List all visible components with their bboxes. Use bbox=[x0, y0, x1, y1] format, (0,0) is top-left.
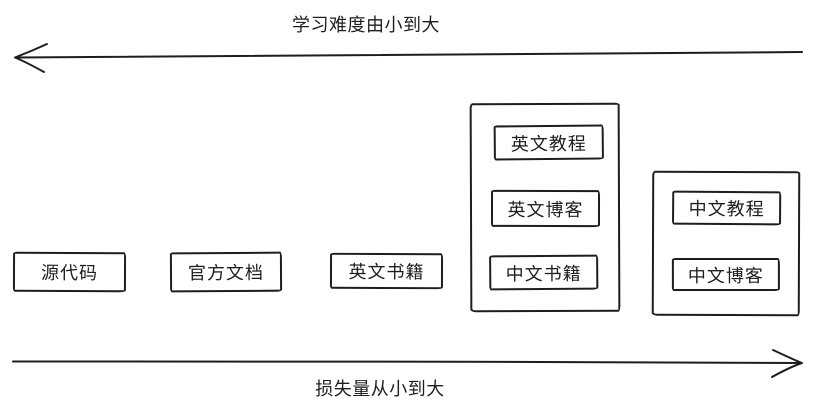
difficulty-axis-label: 学习难度由小到大 bbox=[292, 15, 440, 35]
loss-axis-label: 损失量从小到大 bbox=[315, 379, 445, 399]
node-source-code: 源代码 bbox=[12, 251, 127, 293]
node-source-code-label: 源代码 bbox=[40, 262, 99, 284]
group-box-chinese-resources: 中文教程 中文博客 bbox=[651, 170, 801, 317]
node-official-docs-label: 官方文档 bbox=[187, 262, 265, 284]
node-chinese-books: 中文书籍 bbox=[489, 254, 599, 291]
node-chinese-blog-label: 中文博客 bbox=[687, 265, 764, 286]
node-chinese-blog: 中文博客 bbox=[671, 257, 780, 292]
node-english-tutorial-label: 英文教程 bbox=[510, 133, 587, 154]
node-english-blog: 英文博客 bbox=[490, 189, 601, 228]
loss-axis-arrow bbox=[12, 349, 803, 378]
group-box-english-resources: 英文教程 英文博客 中文书籍 bbox=[469, 102, 621, 313]
node-chinese-books-label: 中文书籍 bbox=[505, 263, 582, 284]
node-chinese-tutorial-label: 中文教程 bbox=[688, 198, 765, 220]
node-english-books: 英文书籍 bbox=[329, 252, 444, 290]
difficulty-axis-arrow bbox=[14, 43, 803, 73]
node-english-blog-label: 英文博客 bbox=[507, 199, 584, 220]
node-official-docs: 官方文档 bbox=[169, 251, 283, 293]
node-english-tutorial: 英文教程 bbox=[493, 124, 604, 161]
node-english-books-label: 英文书籍 bbox=[348, 261, 425, 283]
node-chinese-tutorial: 中文教程 bbox=[671, 190, 782, 226]
